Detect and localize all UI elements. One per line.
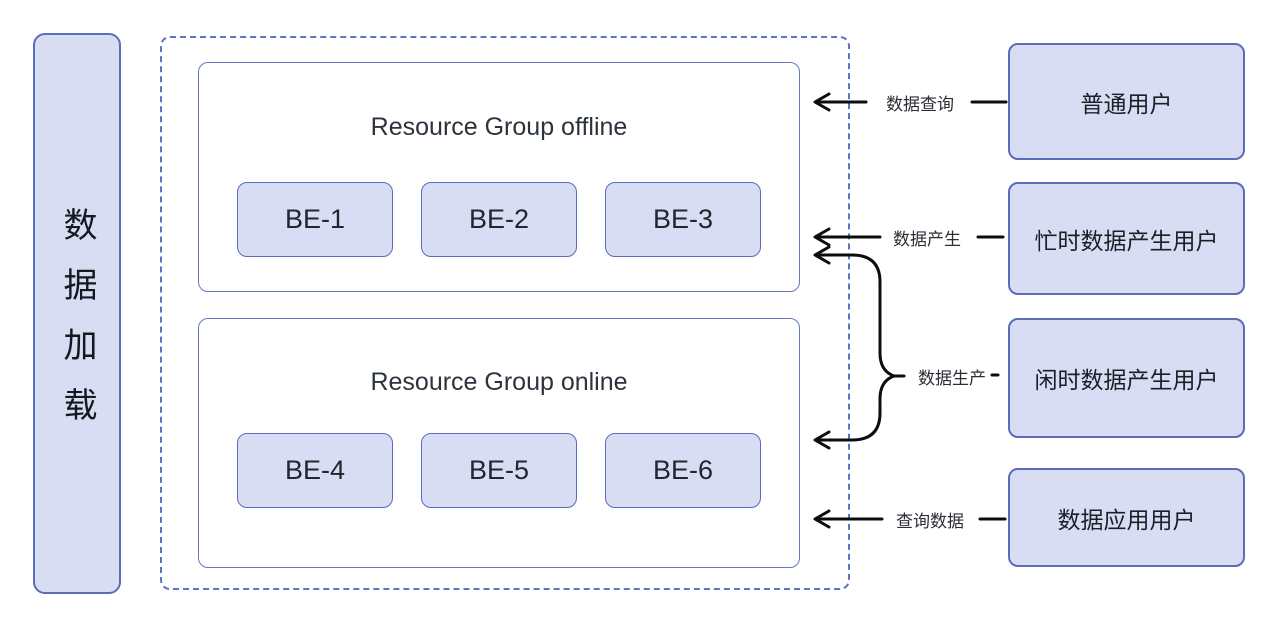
resource-group-offline: Resource Group offline BE-1 BE-2 BE-3 [198, 62, 800, 292]
user-box-busy-producer: 忙时数据产生用户 [1008, 182, 1245, 295]
data-load-label: 数据加载 [58, 206, 96, 447]
user-box-data-app: 数据应用用户 [1008, 468, 1245, 567]
flow-label-data-produce: 数据生产 [918, 369, 986, 388]
be-node: BE-5 [421, 433, 577, 508]
be-node: BE-6 [605, 433, 761, 508]
flow-label-data-generate: 数据产生 [893, 230, 961, 249]
be-node: BE-4 [237, 433, 393, 508]
user-box-normal: 普通用户 [1008, 43, 1245, 160]
be-row-offline: BE-1 BE-2 BE-3 [199, 182, 799, 257]
group-title-offline: Resource Group offline [370, 113, 628, 141]
flow-label-query-data: 查询数据 [896, 512, 964, 531]
group-title-online: Resource Group online [370, 368, 628, 396]
be-node: BE-3 [605, 182, 761, 257]
resource-group-online: Resource Group online BE-4 BE-5 BE-6 [198, 318, 800, 568]
be-row-online: BE-4 BE-5 BE-6 [199, 433, 799, 508]
data-load-bar: 数据加载 [33, 33, 121, 594]
flow-label-data-query: 数据查询 [886, 95, 954, 114]
user-box-idle-producer: 闲时数据产生用户 [1008, 318, 1245, 438]
be-node: BE-1 [237, 182, 393, 257]
be-node: BE-2 [421, 182, 577, 257]
